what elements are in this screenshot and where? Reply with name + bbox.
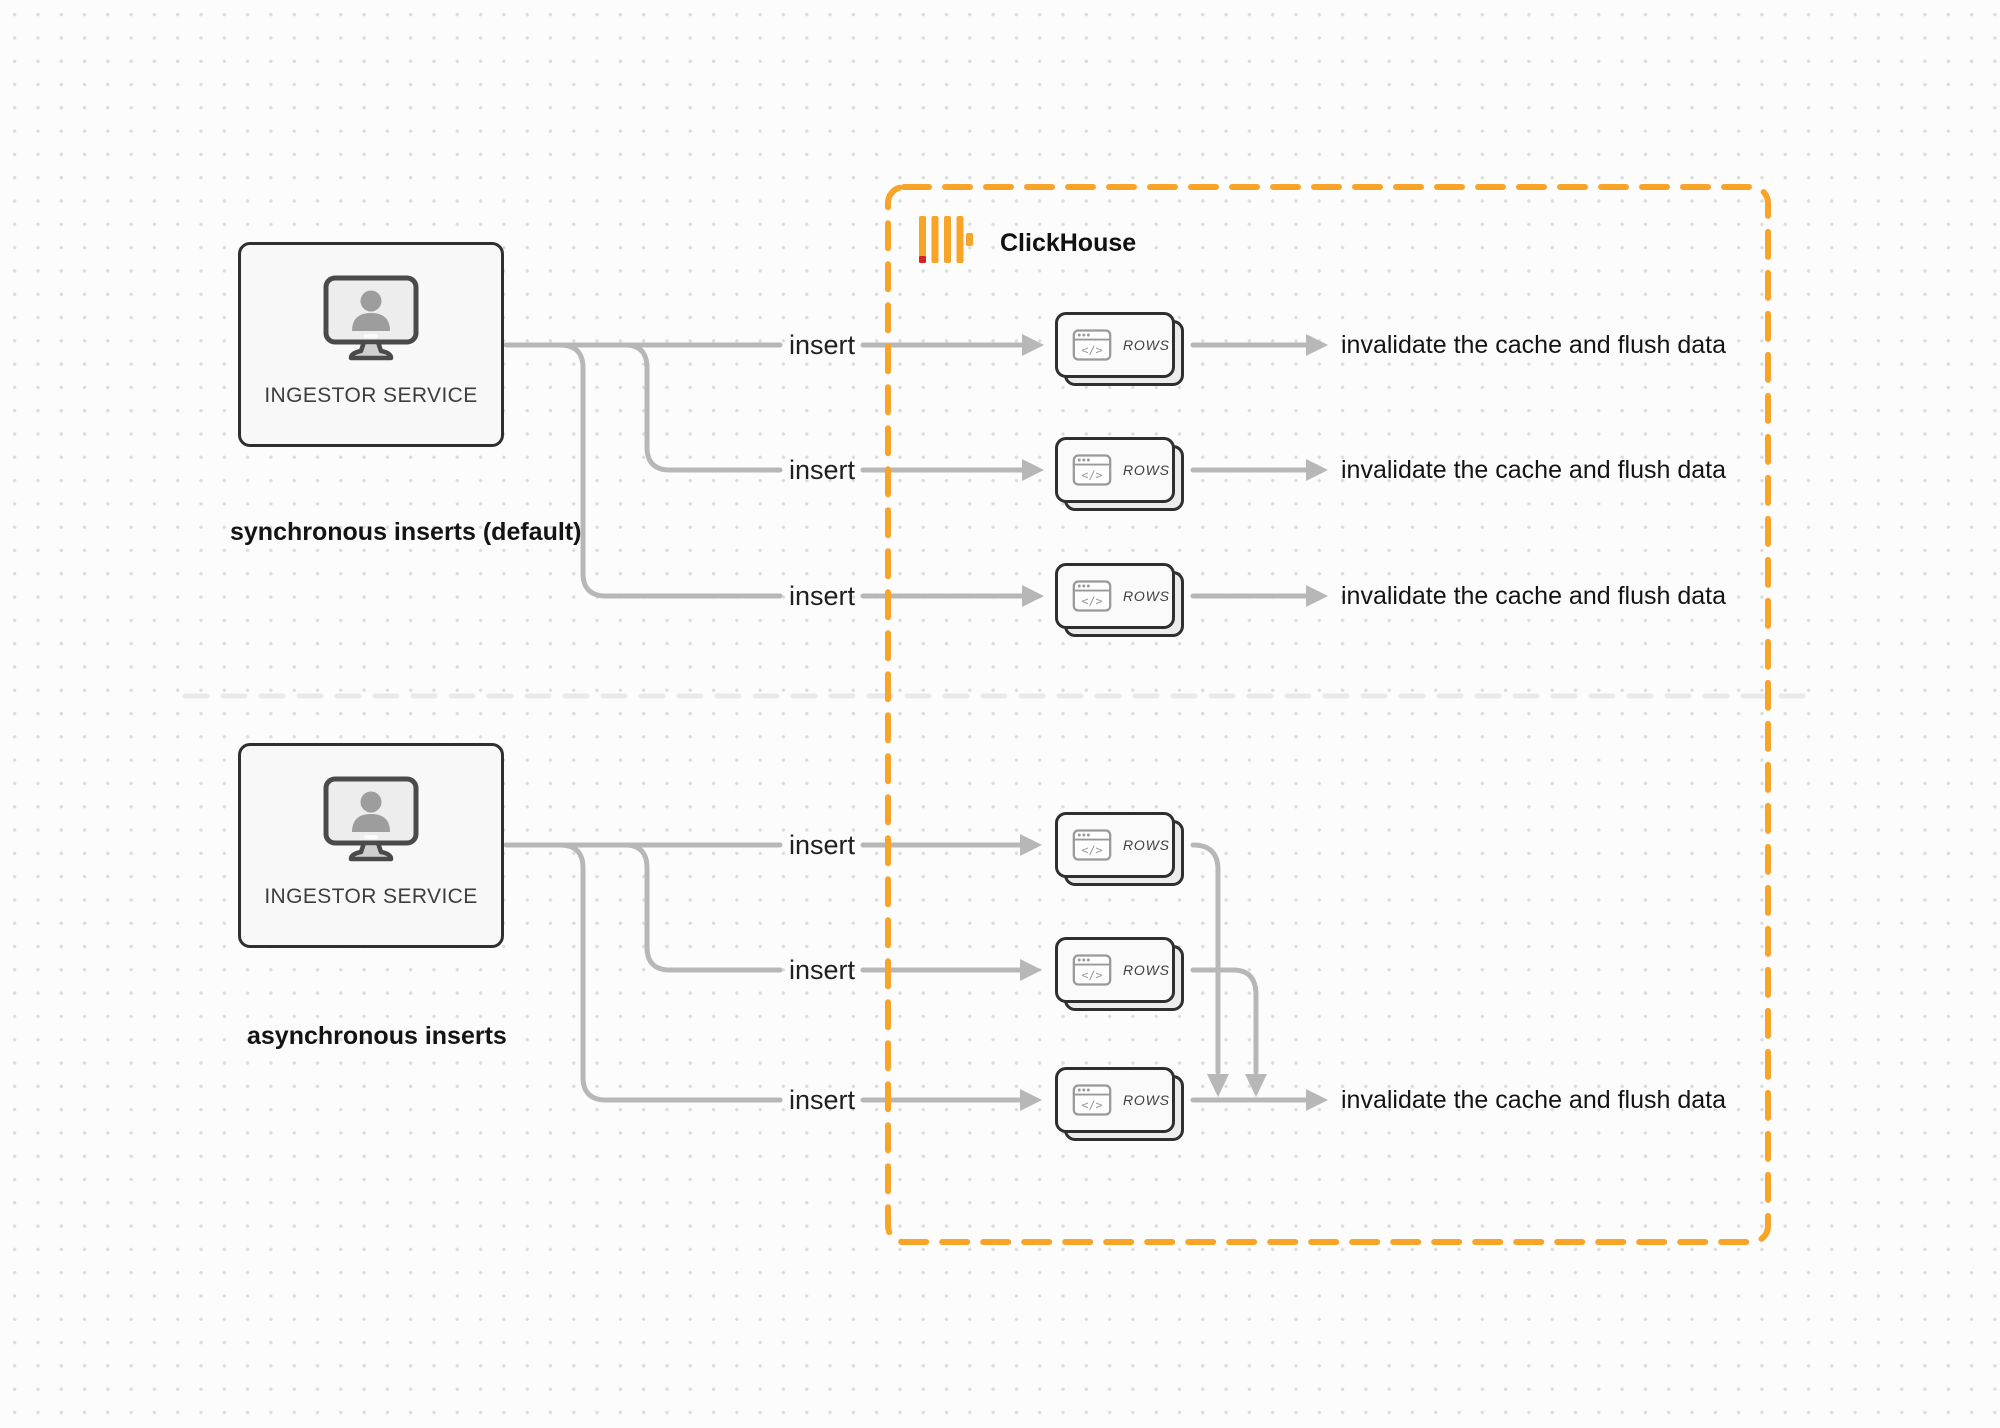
async-flush-line-1 bbox=[1190, 842, 1221, 1075]
async-branch-row2 bbox=[622, 842, 783, 973]
clickhouse-boundary bbox=[885, 184, 1771, 1245]
ingestor-service-box-sync: INGESTOR SERVICE bbox=[238, 242, 504, 447]
code-window-icon: </> bbox=[1072, 329, 1112, 361]
ingestor-service-label: INGESTOR SERVICE bbox=[264, 384, 478, 407]
result-label: invalidate the cache and flush data bbox=[1341, 1086, 1726, 1114]
arrowhead bbox=[1306, 334, 1328, 356]
arrowhead bbox=[1020, 834, 1042, 856]
async-caption: asynchronous inserts bbox=[247, 1022, 507, 1050]
code-window-icon: </> bbox=[1072, 1084, 1112, 1116]
insert-label: insert bbox=[788, 955, 856, 985]
rows-card-front: </> ROWS bbox=[1055, 312, 1175, 378]
insert-label: insert bbox=[788, 581, 856, 611]
result-label: invalidate the cache and flush data bbox=[1341, 456, 1726, 484]
rows-card-front: </> ROWS bbox=[1055, 937, 1175, 1003]
code-window-icon: </> bbox=[1072, 454, 1112, 486]
rows-label: ROWS bbox=[1123, 337, 1170, 353]
insert-label: insert bbox=[788, 330, 856, 360]
rows-label: ROWS bbox=[1123, 462, 1170, 478]
code-glyph: </> bbox=[1081, 594, 1102, 608]
ingestor-service-label: INGESTOR SERVICE bbox=[264, 885, 478, 908]
async-flush-line-2 bbox=[1190, 967, 1259, 1075]
rows-label: ROWS bbox=[1123, 588, 1170, 604]
rows-card: </> ROWS bbox=[1055, 437, 1184, 511]
arrowhead bbox=[1022, 334, 1044, 356]
arrowhead-down bbox=[1207, 1074, 1229, 1097]
async-branch-row3 bbox=[557, 842, 783, 1103]
rows-card-front: </> ROWS bbox=[1055, 563, 1175, 629]
arrowhead bbox=[1022, 585, 1044, 607]
rows-card: </> ROWS bbox=[1055, 563, 1184, 637]
clickhouse-logo-icon bbox=[919, 216, 973, 263]
code-window-icon: </> bbox=[1072, 954, 1112, 986]
code-glyph: </> bbox=[1081, 968, 1102, 982]
rows-card: </> ROWS bbox=[1055, 1067, 1184, 1141]
arrowhead bbox=[1306, 1089, 1328, 1111]
rows-label: ROWS bbox=[1123, 962, 1170, 978]
clickhouse-logo-red-pixel bbox=[919, 256, 926, 263]
monitor-user-icon bbox=[323, 776, 419, 862]
gray-connectors bbox=[503, 342, 1311, 1103]
sync-branch-row2 bbox=[622, 342, 783, 473]
insert-label: insert bbox=[788, 1085, 856, 1115]
arrowhead bbox=[1306, 459, 1328, 481]
arrowheads bbox=[1020, 334, 1328, 1111]
code-glyph: </> bbox=[1081, 343, 1102, 357]
sync-caption: synchronous inserts (default) bbox=[230, 518, 582, 546]
arrowhead bbox=[1020, 959, 1042, 981]
code-glyph: </> bbox=[1081, 1098, 1102, 1112]
rows-card-front: </> ROWS bbox=[1055, 812, 1175, 878]
rows-card-front: </> ROWS bbox=[1055, 437, 1175, 503]
code-window-icon: </> bbox=[1072, 829, 1112, 861]
rows-card: </> ROWS bbox=[1055, 937, 1184, 1011]
code-glyph: </> bbox=[1081, 843, 1102, 857]
arrowhead bbox=[1022, 459, 1044, 481]
ingestor-service-box-async: INGESTOR SERVICE bbox=[238, 743, 504, 948]
code-window-icon: </> bbox=[1072, 580, 1112, 612]
rows-label: ROWS bbox=[1123, 1092, 1170, 1108]
rows-label: ROWS bbox=[1123, 837, 1170, 853]
clickhouse-title: ClickHouse bbox=[1000, 229, 1137, 257]
insert-label: insert bbox=[788, 830, 856, 860]
arrowhead-down bbox=[1245, 1074, 1267, 1097]
result-label: invalidate the cache and flush data bbox=[1341, 582, 1726, 610]
rows-card-front: </> ROWS bbox=[1055, 1067, 1175, 1133]
rows-card: </> ROWS bbox=[1055, 312, 1184, 386]
monitor-user-icon bbox=[323, 275, 419, 361]
arrowhead bbox=[1020, 1089, 1042, 1111]
result-label: invalidate the cache and flush data bbox=[1341, 331, 1726, 359]
rows-card: </> ROWS bbox=[1055, 812, 1184, 886]
sync-branch-row3 bbox=[557, 342, 783, 599]
code-glyph: </> bbox=[1081, 468, 1102, 482]
arrowhead bbox=[1306, 585, 1328, 607]
insert-label: insert bbox=[788, 455, 856, 485]
